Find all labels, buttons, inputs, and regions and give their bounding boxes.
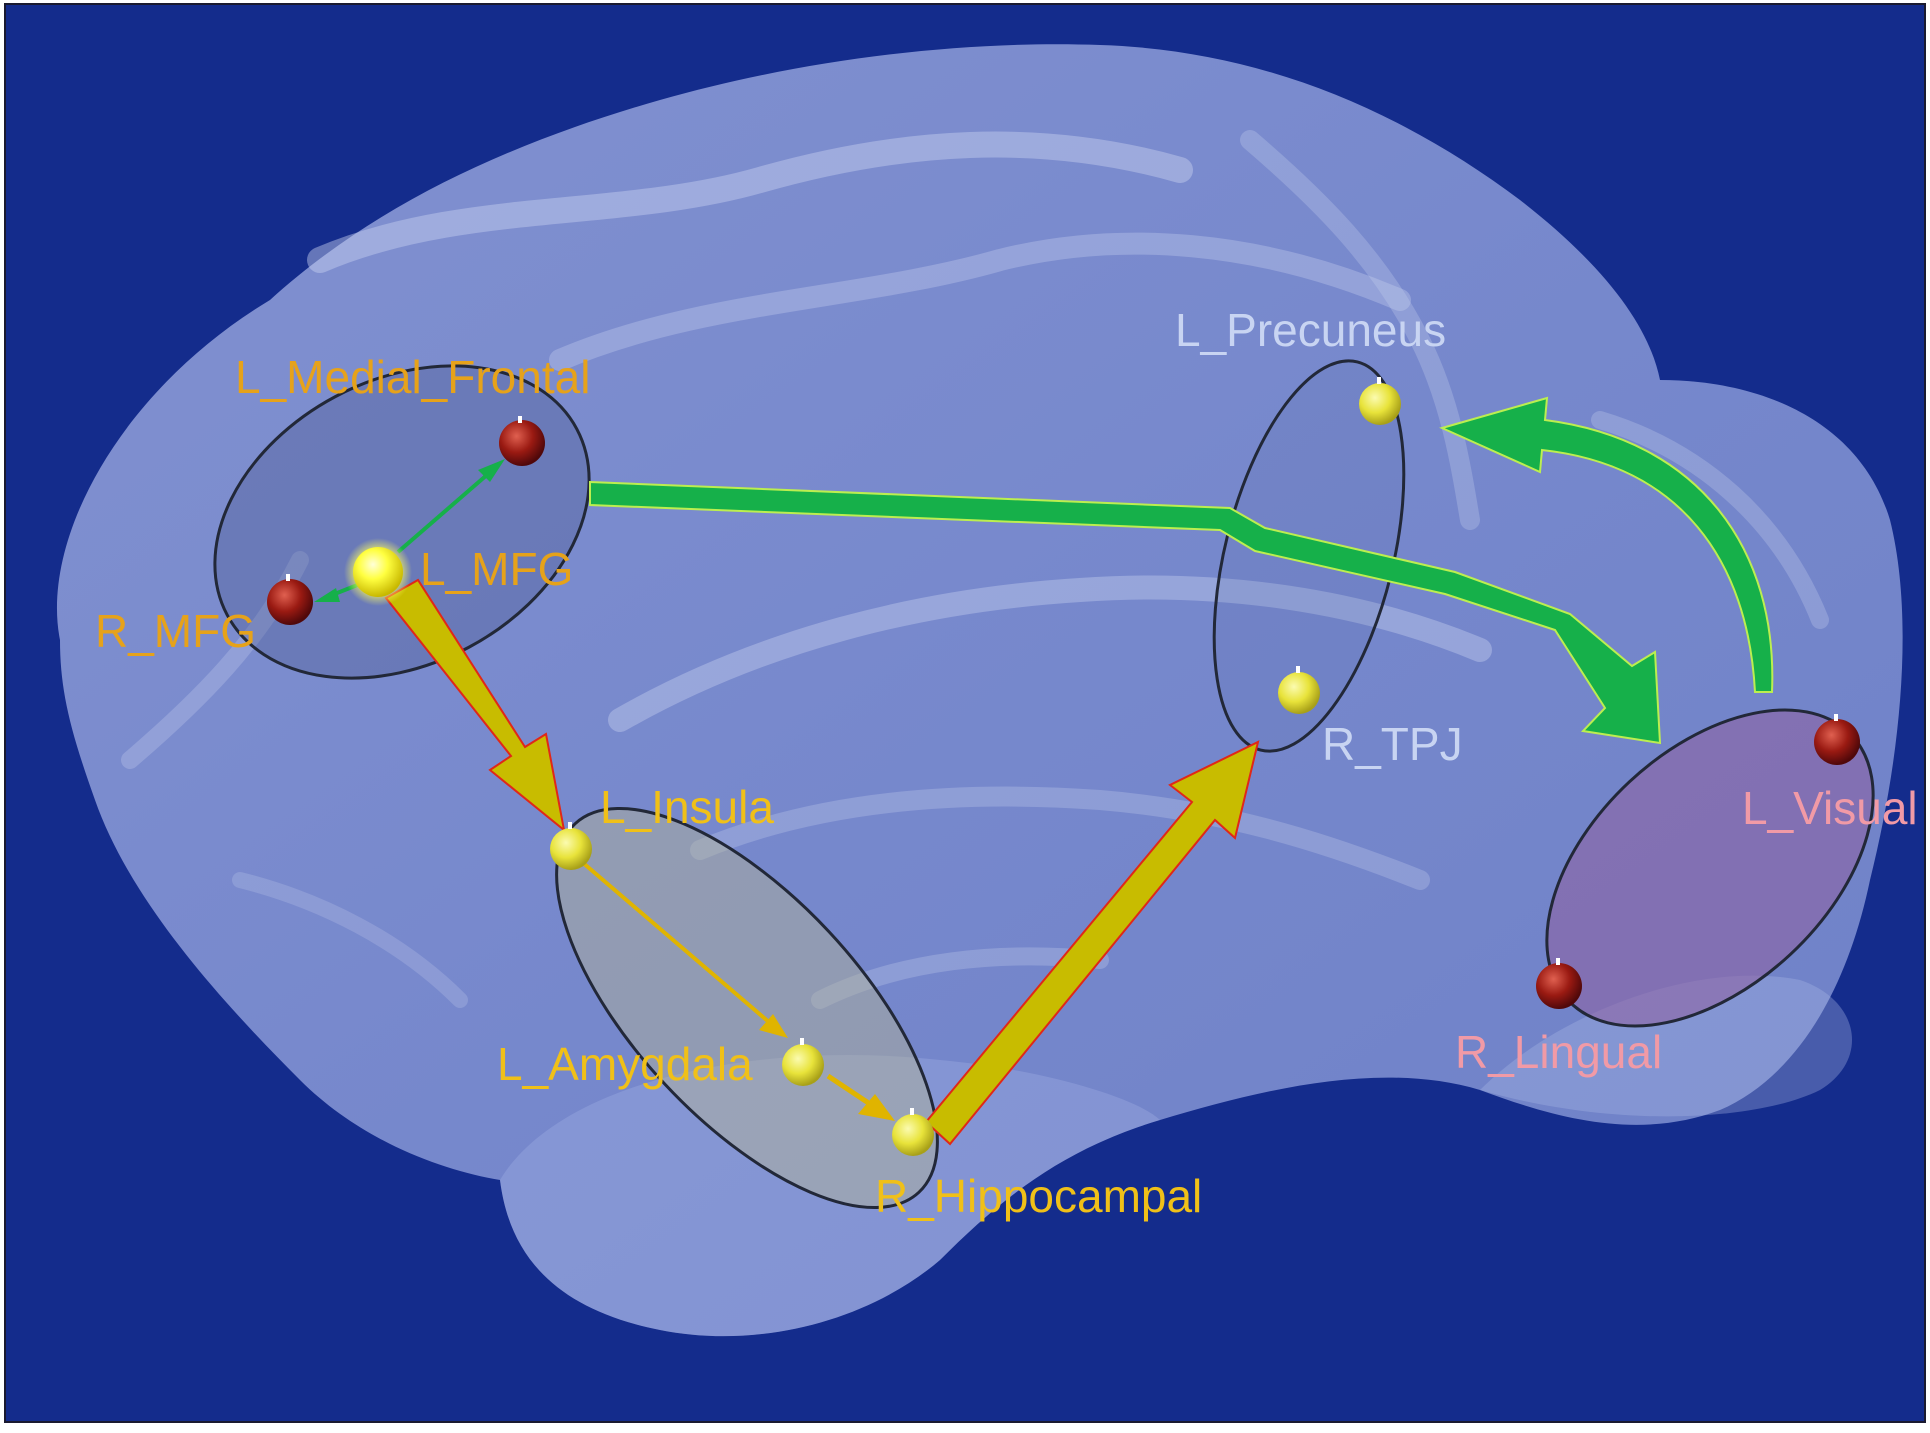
label-l-visual: L_Visual [1742,782,1918,834]
brain-lobe-cerebellum [1480,975,1853,1117]
label-r-mfg: R_MFG [95,605,256,657]
arrow-lvisual-to-lprecuneus [1439,396,1774,693]
node-l-visual [1814,714,1860,765]
node-marker [1834,714,1838,721]
node-sphere [1359,383,1401,425]
node-sphere [499,420,545,466]
brain-fold-3 [608,575,1492,732]
label-l-insula: L_Insula [600,781,774,833]
brain-lobe-temporal [500,1055,1160,1337]
arrow-lmfg-to-rmfg-head [314,588,340,602]
limbic-region-ellipse [555,806,939,1210]
arrow-rhippocampal-to-rtpj [924,740,1260,1146]
node-sphere [1814,719,1860,765]
node-marker [1377,377,1381,384]
label-r-tpj: R_TPJ [1322,718,1463,770]
node-sphere [892,1114,934,1156]
node-marker [568,822,572,829]
brain-surface [56,44,1903,1337]
node-marker [1556,958,1560,965]
arrow-lamygdala-to-rhippocampal-head [858,1094,895,1121]
node-r-lingual [1536,958,1582,1009]
label-l-mfg: L_MFG [420,543,573,595]
node-sphere [353,547,403,597]
node-marker [800,1038,804,1045]
label-r-hippocampal: R_Hippocampal [875,1170,1202,1222]
brain-fold-7 [811,947,1109,1009]
nodes [267,377,1860,1156]
brain-fold-2 [549,232,1411,371]
arrow-lmfg-to-lmedialfrontal-shaft [396,472,490,554]
arrow-lmfg-to-lvisual [589,480,1662,745]
node-l-amygdala [782,1038,824,1086]
node-sphere [782,1044,824,1086]
node-l-insula [550,822,592,870]
label-r-lingual: R_Lingual [1455,1026,1662,1078]
node-r-tpj [1278,666,1320,714]
node-sphere [267,579,313,625]
brain-fold-8 [1591,411,1829,629]
node-l-mfg [344,538,412,606]
node-marker [518,416,522,423]
node-r-hippocampal [892,1108,934,1156]
label-l-amygdala: L_Amygdala [497,1038,753,1090]
arrow-lmfg-to-linsula [384,578,566,833]
node-marker [910,1108,914,1115]
label-l-medial-frontal: L_Medial_Frontal [235,351,590,403]
node-sphere [1536,963,1582,1009]
arrow-linsula-to-lamygdala-head [759,1014,788,1038]
brain-fold-6 [1240,130,1480,530]
connections [314,396,1774,1146]
node-r-mfg [267,574,313,625]
node-l-precuneus [1359,377,1401,425]
arrow-linsula-to-lamygdala-shaft [580,860,772,1025]
brain-fold-9 [232,872,468,1008]
labels: L_Medial_Frontal L_MFG R_MFG L_Precuneus… [95,304,1918,1222]
node-sphere [1278,672,1320,714]
node-sphere [550,828,592,870]
node-l-medial-frontal [499,416,545,466]
brain-fold-1 [307,131,1193,273]
brain-silhouette [56,44,1903,1337]
arrow-lamygdala-to-rhippocampal-shaft [826,1073,872,1107]
node-marker [286,574,290,581]
node-marker [1296,666,1300,673]
brain-fold-4 [690,786,1430,890]
label-l-precuneus: L_Precuneus [1175,304,1446,356]
arrow-lmfg-to-lmedialfrontal-head [478,459,505,482]
